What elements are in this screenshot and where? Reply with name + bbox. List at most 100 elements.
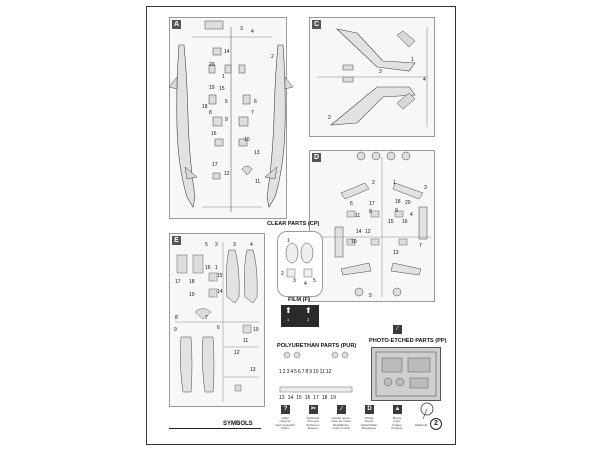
a-num-2: 2 — [271, 54, 274, 60]
film-sheet: 1 2 ⬆ ⬆ — [281, 305, 319, 327]
e-num-17: 17 — [175, 279, 181, 285]
sprue-d-parts — [315, 151, 431, 297]
e-num-18: 18 — [189, 279, 195, 285]
d-num-8: 8 — [369, 209, 372, 215]
e-num-7: 7 — [205, 315, 208, 321]
e-num-19: 19 — [189, 292, 195, 298]
symbols-heading: SYMBOLS — [223, 421, 253, 427]
pur-num: 1 — [279, 369, 282, 375]
e-num-9: 9 — [174, 327, 177, 333]
a-num-20: 20 — [209, 62, 215, 68]
a-num-7: 7 — [251, 110, 254, 116]
close-up-label: Close Up — [415, 423, 428, 427]
remove-label: Odstranit Remove Entfernen Enlever — [306, 416, 320, 431]
film-num-1: 1 — [287, 317, 290, 322]
cp-num-2: 2 — [281, 271, 284, 277]
d-num-1: 1 — [393, 180, 396, 186]
instruction-page: A 3 4 14 2 20 1 5 6 8 7 19 15 9 18 — [146, 6, 456, 445]
e-num-12: 12 — [234, 350, 240, 356]
d-num-10: 10 — [351, 239, 357, 245]
e-num-11: 11 — [243, 338, 249, 344]
a-num-5: 5 — [225, 99, 228, 105]
clear-parts-frame — [277, 231, 323, 297]
pur-num: 12 — [325, 369, 332, 375]
d-num-18: 18 — [395, 199, 401, 205]
film-arrow-icon: ⬆ — [305, 306, 312, 315]
polyurethan-title: POLYURETHAN PARTS (PUR) — [277, 343, 357, 349]
e-num-8: 8 — [175, 315, 178, 321]
cp-num-5: 5 — [313, 278, 316, 284]
d-num-2: 2 — [372, 180, 375, 186]
d-num-9: 9 — [395, 208, 398, 214]
film-num-2: 2 — [307, 317, 310, 322]
d-num-12: 12 — [365, 229, 371, 235]
pur-row-2: 13 14 15 16 17 18 19 — [279, 395, 359, 401]
a-num-6: 6 — [254, 99, 257, 105]
pur-num: 2 — [282, 369, 286, 375]
d-num-6: 6 — [350, 201, 353, 207]
c-num-2: 2 — [328, 115, 331, 121]
decal-icon: D — [365, 405, 374, 414]
clear-parts-title: CLEAR PARTS (CP) — [267, 221, 320, 227]
cp-num-3: 3 — [293, 278, 296, 284]
e-num-10: 10 — [253, 327, 259, 333]
optional-label: Volba Optional Nach Auswahl Option — [275, 416, 295, 431]
photo-etched-title: PHOTO-ETCHED PARTS (PP) — [369, 338, 447, 344]
e-num-13: 13 — [250, 367, 256, 373]
d-num-4: 4 — [410, 212, 413, 218]
pur-num: 15 — [296, 395, 302, 401]
a-num-14: 14 — [224, 49, 230, 55]
film-arrow-icon: ⬆ — [285, 306, 292, 315]
optional-icon: ? — [281, 405, 290, 414]
symbols-bar — [169, 428, 261, 429]
pur-num: 8 — [305, 369, 309, 375]
a-num-17: 17 — [212, 162, 218, 168]
sprue-a-parts — [168, 20, 294, 212]
d-num-15: 15 — [388, 219, 394, 225]
pur-num: 11 — [319, 369, 325, 375]
d-num-13: 13 — [393, 250, 399, 256]
c-num-3: 3 — [379, 69, 382, 75]
glue-metal-label: Lepidlo na kov Glue for metal Metallkleb… — [331, 416, 351, 431]
e-num-3: 3 — [233, 242, 236, 248]
clear-parts-shapes — [285, 242, 314, 278]
pur-num: 17 — [313, 395, 319, 401]
glue-metal-icon: ∕ — [337, 405, 346, 414]
a-num-3: 3 — [240, 26, 243, 32]
d-num-5: 5 — [369, 293, 372, 299]
close-up-icon — [420, 402, 434, 420]
photo-etched-details — [375, 351, 437, 397]
film-title: FILM (F) — [288, 297, 310, 303]
a-num-10: 10 — [244, 137, 250, 143]
a-num-15: 15 — [219, 86, 225, 92]
d-num-17: 17 — [369, 201, 375, 207]
pur-num: 4 — [290, 369, 294, 375]
sprue-e-parts — [175, 242, 259, 402]
e-num-4: 4 — [250, 242, 253, 248]
a-num-13: 13 — [254, 150, 260, 156]
sprue-e-letter: E — [172, 236, 181, 245]
pur-num: 14 — [287, 395, 294, 401]
a-num-19: 19 — [209, 85, 215, 91]
d-num-7: 7 — [419, 243, 422, 249]
a-num-18: 18 — [202, 104, 208, 110]
sprue-c-letter: C — [312, 20, 321, 29]
page-number: 2 — [430, 418, 442, 430]
c-num-1: 1 — [411, 57, 414, 63]
a-num-9: 9 — [225, 117, 228, 123]
sprue-c-parts — [317, 27, 428, 127]
e-num-5: 5 — [205, 242, 208, 248]
pur-row-1: 1 2 3 4 5 6 7 8 9 10 11 12 — [279, 369, 359, 375]
e-num-6: 6 — [217, 325, 220, 331]
sprue-d-letter: D — [312, 153, 321, 162]
pur-num: 18 — [321, 395, 328, 401]
e-num-15: 15 — [217, 273, 223, 279]
d-num-14: 14 — [356, 229, 362, 235]
sprue-d-frame — [309, 150, 435, 302]
e-num-16: 16 — [205, 265, 211, 271]
e-num-2: 2 — [215, 242, 218, 248]
a-num-11: 11 — [255, 179, 261, 185]
pur-num: 3 — [286, 369, 290, 375]
remove-icon: ✂ — [309, 405, 318, 414]
paint-label: Barva Color Farben Peinture — [391, 416, 403, 431]
